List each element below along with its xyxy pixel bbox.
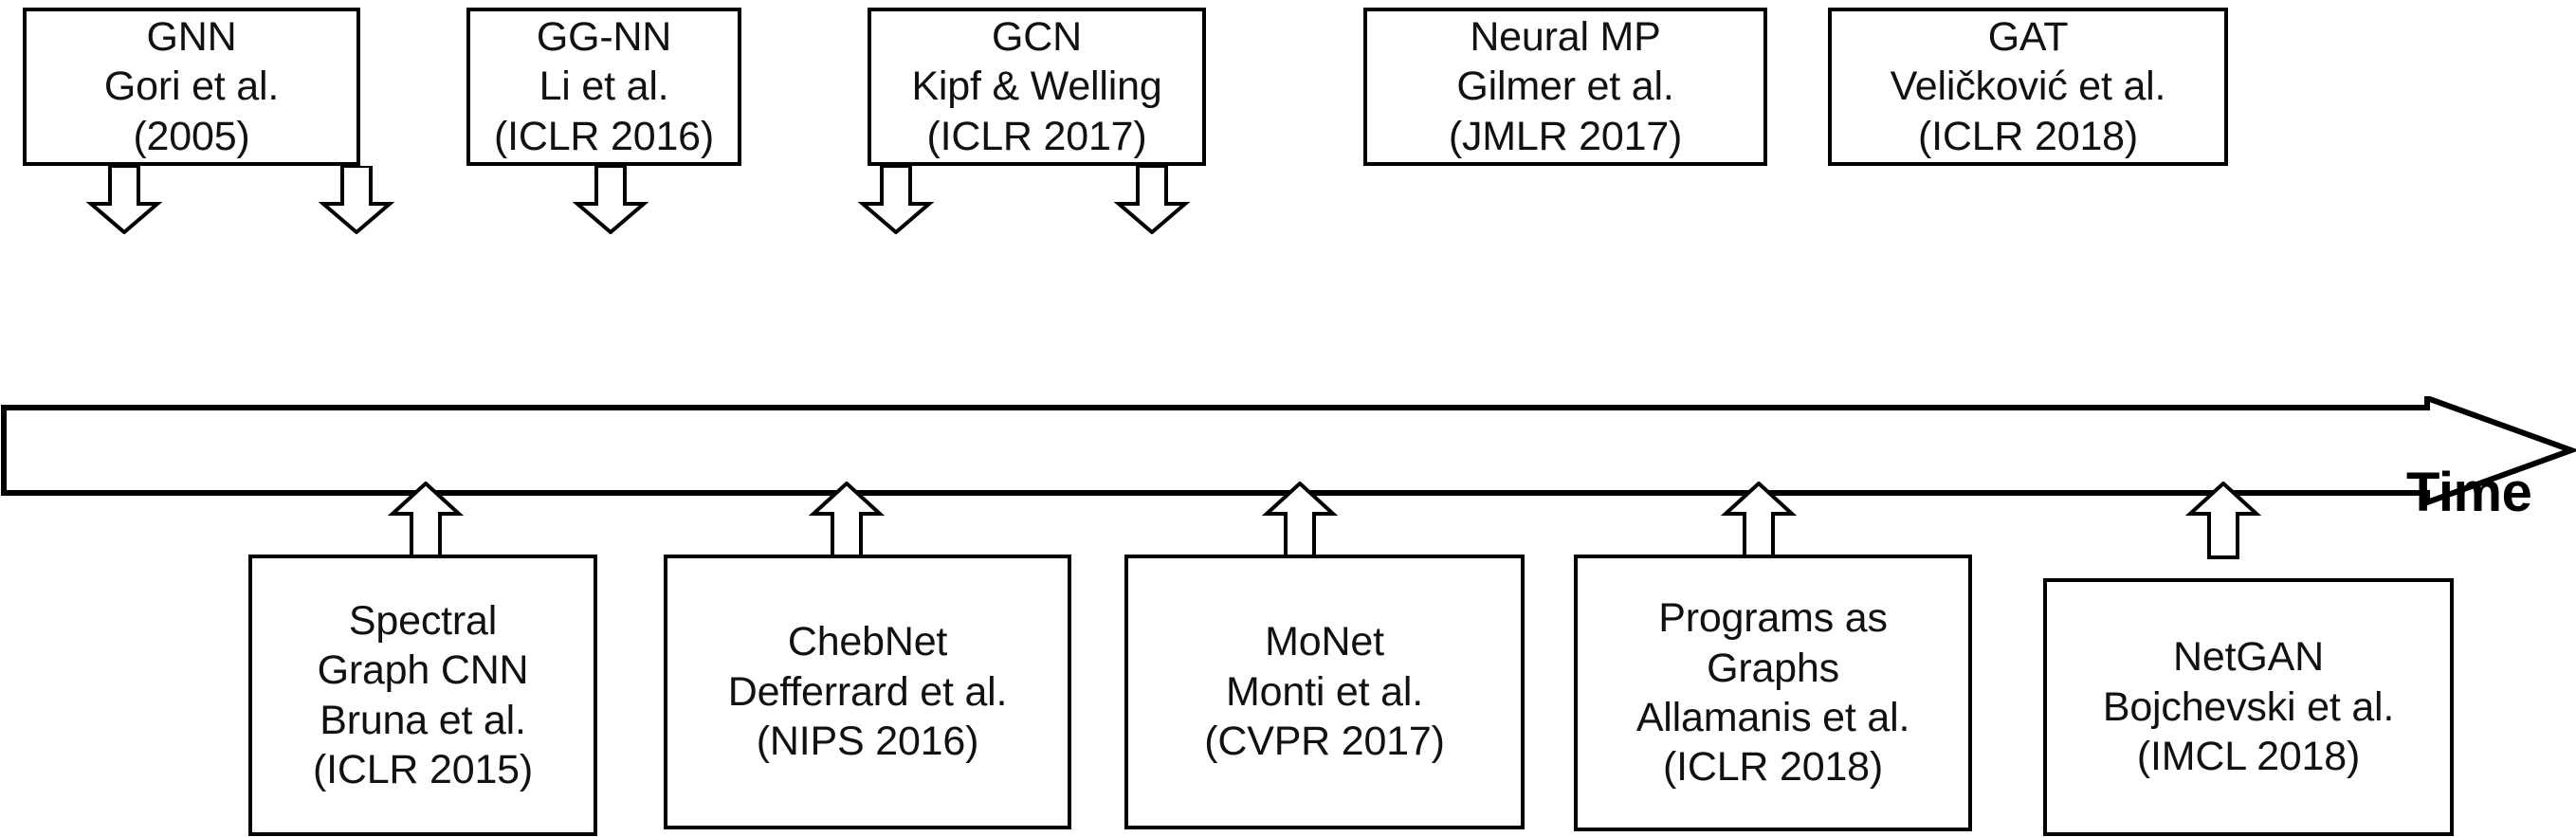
node-venue-year: (ICLR 2015) (312, 746, 533, 792)
down-arrow-neural-mp (857, 166, 935, 234)
node-box-programs-as-graphs[interactable]: Programs as Graphs Allamanis et al. (ICL… (1574, 555, 1972, 831)
node-authors: Li et al. (539, 64, 669, 110)
node-title: MoNet (1265, 619, 1384, 665)
node-title-line2: Graph CNN (317, 647, 529, 694)
node-venue-year: (JMLR 2017) (1448, 113, 1683, 159)
node-box-ggnn[interactable]: GG-NN Li et al. (ICLR 2016) (466, 8, 741, 166)
node-authors: Allamanis et al. (1635, 695, 1910, 740)
node-title: NetGAN (2173, 634, 2324, 681)
node-authors: Kipf & Welling (911, 64, 1162, 110)
node-title: GCN (992, 13, 1082, 60)
node-title-line2: Graphs (1707, 645, 1839, 691)
node-box-neural-mp[interactable]: Neural MP Gilmer et al. (JMLR 2017) (1363, 8, 1767, 166)
node-venue-year: (ICLR 2016) (493, 113, 714, 159)
node-title: ChebNet (787, 619, 948, 665)
node-title-line1: Spectral (348, 597, 498, 644)
node-authors: Gilmer et al. (1456, 64, 1674, 110)
node-title: Neural MP (1470, 13, 1661, 60)
node-venue-year: (IMCL 2018) (2136, 734, 2361, 780)
node-title: GNN (146, 13, 237, 60)
node-box-gnn[interactable]: GNN Gori et al. (2005) (23, 8, 360, 166)
node-authors: Gori et al. (103, 64, 280, 110)
node-box-spectral-graph-cnn[interactable]: Spectral Graph CNN Bruna et al. (ICLR 20… (248, 555, 597, 836)
time-axis-label: Time (2406, 462, 2532, 523)
node-venue-year: (ICLR 2018) (1917, 113, 2138, 159)
node-box-monet[interactable]: MoNet Monti et al. (CVPR 2017) (1124, 555, 1525, 829)
node-venue-year: (ICLR 2017) (926, 113, 1147, 159)
node-venue-year: (NIPS 2016) (756, 719, 979, 765)
node-title: GG-NN (536, 13, 672, 60)
node-venue-year: (ICLR 2018) (1662, 744, 1883, 791)
node-box-gcn[interactable]: GCN Kipf & Welling (ICLR 2017) (868, 8, 1206, 166)
up-arrow-monet (1261, 482, 1339, 559)
up-arrow-chebnet (808, 482, 886, 559)
node-venue-year: (2005) (133, 113, 250, 159)
node-title-line1: Programs as (1658, 595, 1888, 642)
up-arrow-netgan (2184, 482, 2262, 559)
up-arrow-programs-as-graphs (1720, 482, 1798, 559)
down-arrow-gat (1113, 166, 1191, 234)
down-arrow-gcn (572, 166, 649, 234)
node-venue-year: (CVPR 2017) (1204, 719, 1445, 765)
node-box-netgan[interactable]: NetGAN Bojchevski et al. (IMCL 2018) (2043, 578, 2454, 836)
node-authors: Defferrard et al. (727, 668, 1008, 715)
node-title: GAT (1987, 13, 2069, 60)
node-box-chebnet[interactable]: ChebNet Defferrard et al. (NIPS 2016) (664, 555, 1071, 829)
up-arrow-spectral-graph-cnn (387, 482, 465, 559)
node-box-gat[interactable]: GAT Veličković et al. (ICLR 2018) (1828, 8, 2228, 166)
node-authors: Monti et al. (1226, 668, 1423, 715)
down-arrow-gnn (85, 166, 163, 234)
node-authors: Bruna et al. (320, 697, 526, 743)
node-authors: Bojchevski et al. (2102, 683, 2395, 730)
down-arrow-ggnn (318, 166, 395, 234)
node-authors: Veličković et al. (1890, 64, 2166, 110)
